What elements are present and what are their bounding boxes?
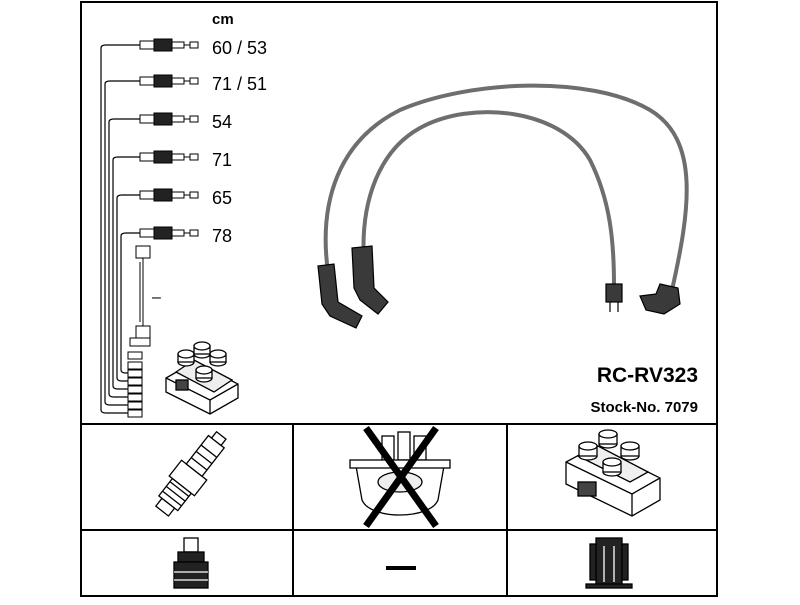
cable-length-3: 54: [212, 112, 232, 132]
small-coil-pack: [165, 341, 239, 415]
cable-length-4: 71: [212, 150, 232, 170]
coil-terminals: [127, 351, 143, 418]
not-included-cross-icon: [363, 425, 439, 529]
product-model: RC-RV323: [597, 364, 698, 387]
cable-length-5: 65: [212, 188, 232, 208]
plug-connector-icon: [173, 537, 209, 589]
ignition-coil-icon: [565, 429, 661, 517]
stock-number: Stock-No. 7079: [590, 399, 698, 416]
coil-connector-icon: [585, 537, 633, 589]
branch-connectors: [139, 38, 199, 240]
cable-length-6: 78: [212, 226, 232, 246]
unit-label: cm: [212, 11, 234, 28]
no-component-dash-icon: [386, 566, 416, 570]
spark-plug-icon: [154, 430, 227, 517]
cable-length-2: 71 / 51: [212, 74, 267, 94]
frame: [80, 1, 718, 597]
cable-length-1: 60 / 53: [212, 38, 267, 58]
wiring-schematic: [100, 44, 140, 414]
ignition-leads-photo: [317, 83, 689, 329]
extra-lead: [129, 245, 151, 347]
extra-lead-dash: –: [152, 289, 161, 306]
